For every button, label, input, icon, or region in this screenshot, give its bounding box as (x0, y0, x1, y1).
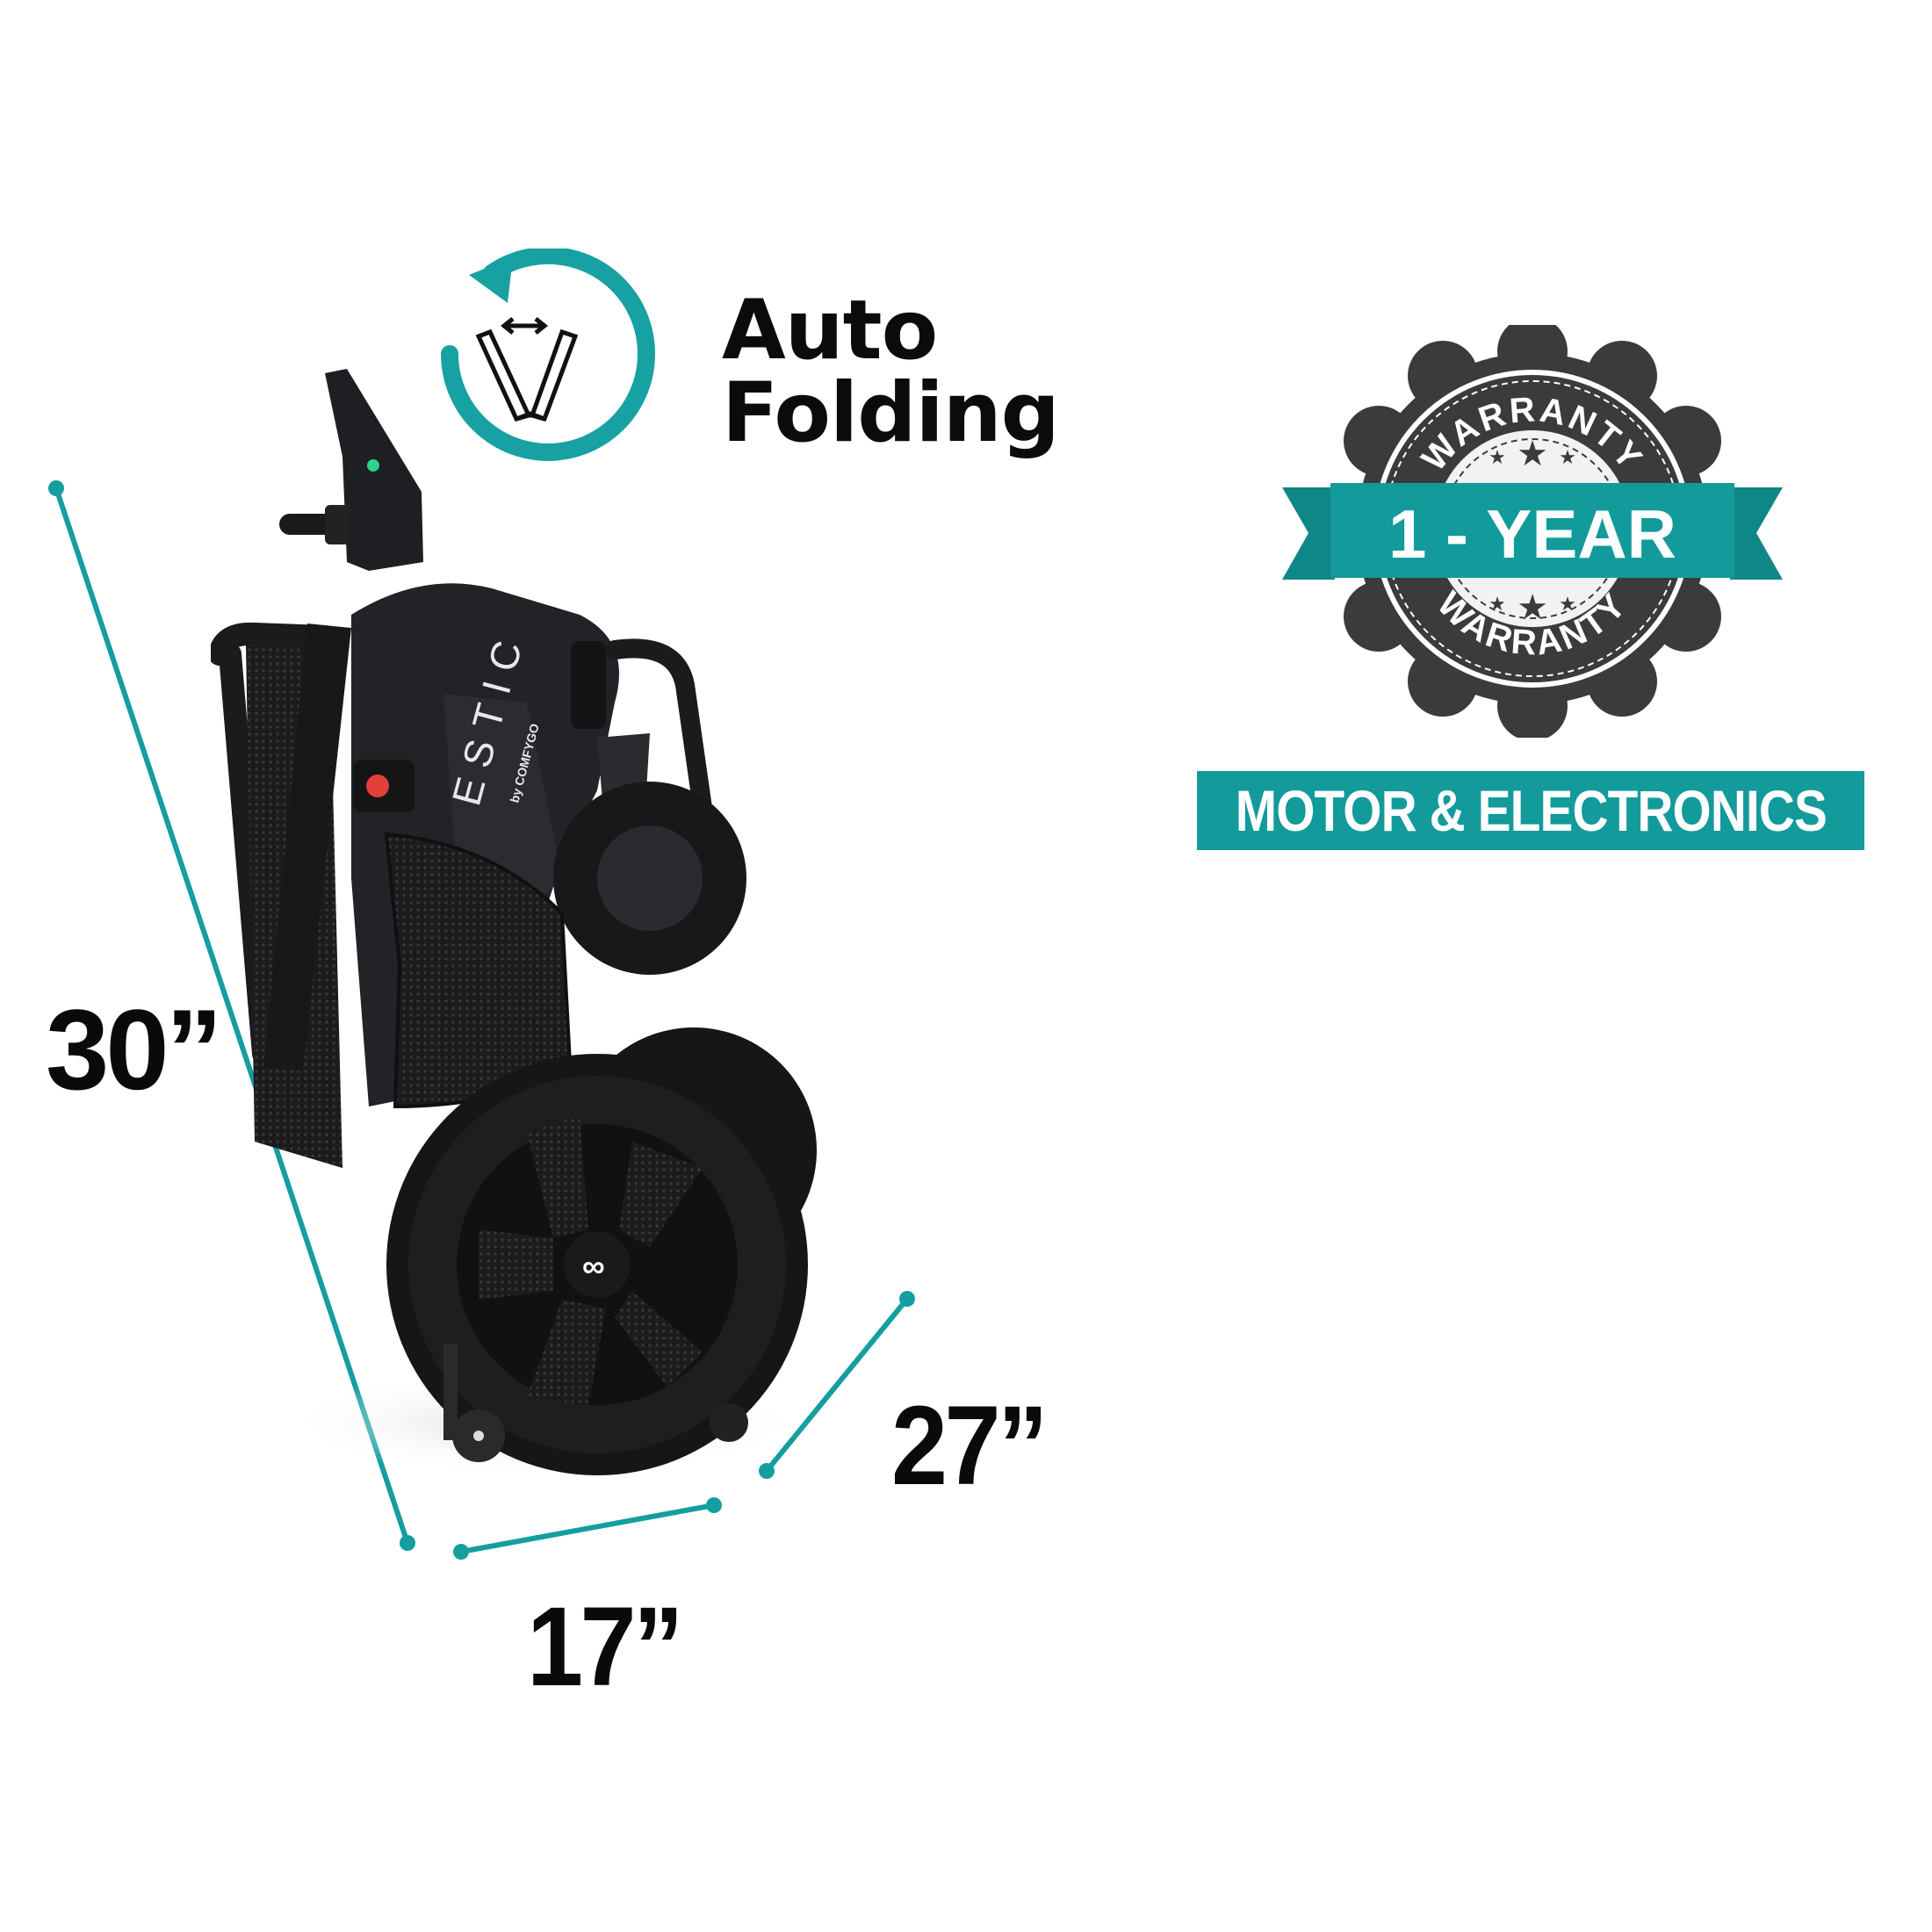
feature-title-line1: Auto (722, 283, 938, 378)
feature-title-line2: Folding (722, 365, 1060, 461)
svg-text:★: ★ (1559, 593, 1576, 615)
depth-dimension-label: 27” (891, 1383, 1049, 1509)
feature-title: Auto Folding (722, 283, 1060, 461)
warranty-badge: WARRANTY WARRANTY ★ ★ ★ ★ ★ ★ 1 - YEAR (1282, 316, 1783, 741)
folded-wheelchair-image: ESTIC by COMFYGO ∞ (211, 369, 817, 1475)
width-dimension-label: 17” (527, 1584, 684, 1710)
warranty-coverage-text: MOTOR & ELECTRONICS (1235, 778, 1827, 843)
auto-fold-rotate-icon (441, 249, 655, 461)
height-dimension-line (54, 486, 410, 1546)
wheel-hub-logo: ∞ (582, 1248, 605, 1284)
warranty-ribbon-text: 1 - YEAR (1388, 495, 1676, 573)
depth-dimension-line (764, 1296, 910, 1474)
svg-text:★: ★ (1559, 446, 1576, 468)
stars-icon: ★ ★ ★ ★ ★ ★ (1489, 435, 1576, 627)
width-dimension-line (458, 1503, 717, 1554)
svg-text:★: ★ (1489, 593, 1506, 615)
svg-text:★: ★ (1489, 446, 1506, 468)
svg-text:★: ★ (1517, 588, 1548, 627)
svg-text:★: ★ (1517, 435, 1548, 473)
warranty-coverage-label: MOTOR & ELECTRONICS (1197, 771, 1864, 850)
height-dimension-label: 30” (46, 985, 223, 1114)
